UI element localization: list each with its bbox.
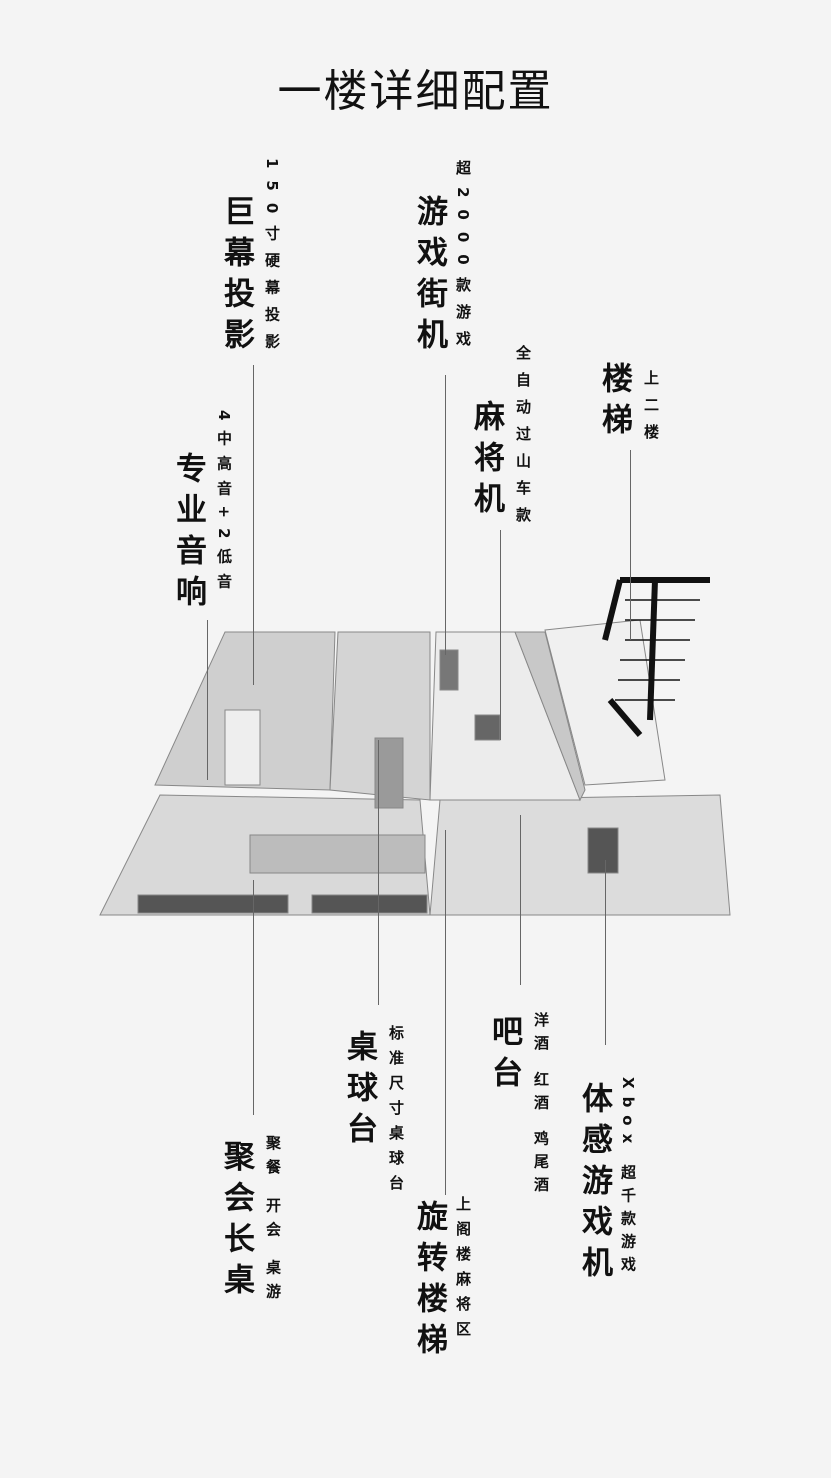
desc-billiards: 标准尺寸桌球台 — [387, 1025, 405, 1200]
leader-line-bar — [520, 815, 521, 985]
leader-line-audio — [207, 620, 208, 780]
page-title: 一楼详细配置 — [277, 66, 554, 117]
leader-line-arcade — [445, 375, 446, 655]
label-party-table: 聚会长桌 — [218, 1140, 254, 1304]
desc-projector: 150寸硬幕投影 — [263, 158, 281, 361]
label-stairs: 楼梯 — [596, 362, 632, 444]
desc-arcade: 超2000款游戏 — [454, 160, 472, 358]
label-mahjong: 麻将机 — [468, 400, 504, 523]
desc-spiral-stairs: 上阁楼麻将区 — [454, 1196, 472, 1346]
staircase-railing — [602, 577, 710, 737]
leader-line-billiards — [378, 740, 379, 1005]
desc-audio: 4中高音+2低音 — [215, 410, 233, 599]
floor-plan — [99, 619, 731, 916]
desc-mahjong: 全自动过山车款 — [514, 345, 532, 534]
desc-bar: 洋酒 红酒 鸡尾酒 — [532, 1012, 550, 1200]
label-bar: 吧台 — [486, 1015, 522, 1097]
desc-motion-game: Xbox 超千款游戏 — [619, 1077, 637, 1280]
label-spiral-stairs: 旋转楼梯 — [411, 1200, 447, 1364]
leader-line-stairs — [630, 450, 631, 640]
leader-line-mahjong — [500, 530, 501, 740]
desc-party-table: 聚餐 开会 桌游 — [264, 1135, 282, 1308]
desc-stairs: 上二楼 — [642, 370, 660, 451]
label-billiards: 桌球台 — [341, 1030, 377, 1153]
label-projector: 巨幕投影 — [218, 195, 254, 359]
leader-line-table — [253, 880, 254, 1115]
leader-line-spiral — [445, 830, 446, 1195]
label-audio: 专业音响 — [170, 452, 206, 616]
leader-line-projector — [253, 365, 254, 685]
label-arcade: 游戏街机 — [411, 195, 447, 359]
leader-line-motion — [605, 860, 606, 1045]
label-motion-game: 体感游戏机 — [576, 1082, 612, 1287]
